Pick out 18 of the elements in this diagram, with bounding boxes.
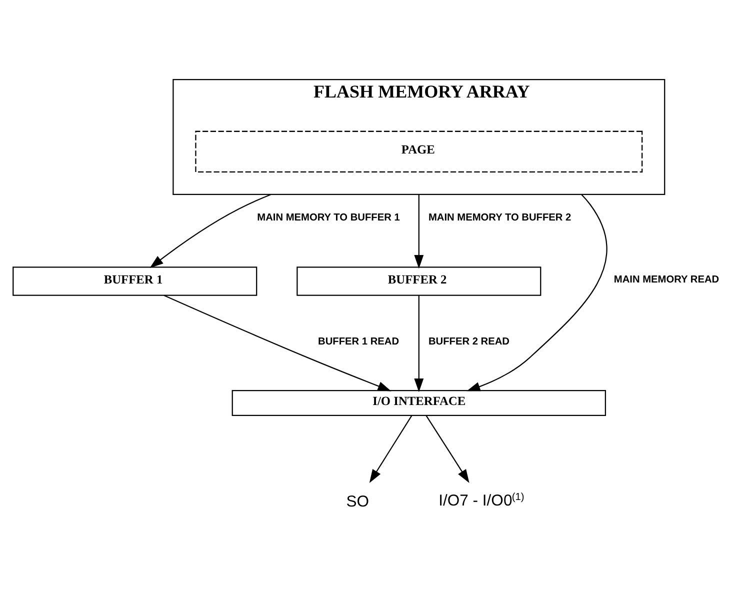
edge-label: MAIN MEMORY READ bbox=[614, 274, 720, 286]
node-box: BUFFER 2 bbox=[296, 266, 542, 296]
edge-label: BUFFER 1 READ bbox=[318, 336, 400, 348]
arrow bbox=[369, 414, 412, 482]
arrow bbox=[414, 295, 424, 392]
edge-label: BUFFER 2 READ bbox=[428, 336, 510, 348]
arrow bbox=[466, 194, 608, 391]
edge-label: MAIN MEMORY TO BUFFER 2 bbox=[428, 212, 572, 224]
node-box: PAGE bbox=[195, 130, 643, 172]
arrow bbox=[426, 414, 470, 482]
arrow bbox=[150, 193, 272, 268]
arrow bbox=[164, 294, 392, 391]
edge-label: MAIN MEMORY TO BUFFER 1 bbox=[257, 212, 400, 224]
node-text: SO bbox=[346, 492, 369, 510]
node-box: BUFFER 1 bbox=[12, 266, 258, 296]
node-box: I/O INTERFACE bbox=[232, 390, 606, 416]
arrow bbox=[414, 194, 424, 268]
node-text: I/O7 - I/O0$^{(1)}$ bbox=[438, 491, 524, 509]
